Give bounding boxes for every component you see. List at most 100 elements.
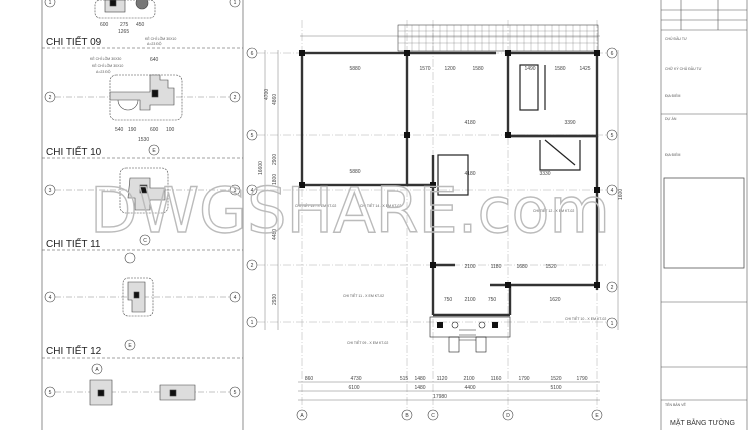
dimension: 1680 xyxy=(516,264,527,270)
dimension: 1600 xyxy=(618,189,624,200)
dimension: 3390 xyxy=(564,120,575,126)
callout: CHI TIẾT 09 - X EM KT-02 xyxy=(347,340,388,345)
title-field-label: ĐỊA ĐIỂM xyxy=(665,93,680,98)
row-bubble-label: 2 xyxy=(49,95,52,101)
row-bubble-label: 1 xyxy=(234,0,237,6)
dimension: 1200 xyxy=(444,66,455,72)
row-bubble-label: 1 xyxy=(49,0,52,6)
dimension: 1180 xyxy=(491,264,502,270)
dimension: 2100 xyxy=(464,264,475,270)
dimension: 750 xyxy=(444,297,453,303)
dimension: 1490 xyxy=(524,66,535,72)
grid-label: D xyxy=(506,413,510,419)
grid-label: 4 xyxy=(611,188,614,194)
dimension: 3330 xyxy=(539,171,550,177)
detail-note: KẺ CHỈ LÕM 30X10 xyxy=(145,36,176,41)
title-field-label: CHỮ KÝ CHỦ ĐẦU TƯ xyxy=(665,66,702,71)
grid-label: 2 xyxy=(251,263,254,269)
dimension: 2100 xyxy=(464,297,475,303)
dimension: 4700 xyxy=(264,89,270,100)
callout: CHI TIẾT 12 - X EM KT-02 xyxy=(533,208,574,213)
grid-label: 5 xyxy=(251,133,254,139)
detail-title: CHI TIẾT 11 xyxy=(46,237,101,250)
dimension: 17980 xyxy=(433,394,447,400)
col-bubble-label: E xyxy=(152,148,156,154)
dimension: 1530 xyxy=(138,137,149,143)
detail-title: CHI TIẾT 09 xyxy=(46,35,102,48)
grid-label: B xyxy=(405,413,409,419)
detail-note: KẺ CHỈ LÕM 30X10 xyxy=(92,63,123,68)
col-bubble-label: E xyxy=(128,343,132,349)
row-bubble-label: 3 xyxy=(49,188,52,194)
dimension: 450 xyxy=(136,22,145,28)
grid-label: 5 xyxy=(611,133,614,139)
grid-label: A xyxy=(300,413,304,419)
dimension: 4180 xyxy=(464,120,475,126)
dimension: 4730 xyxy=(350,376,361,382)
dimension: 1265 xyxy=(118,29,129,35)
row-bubble-label: 5 xyxy=(49,390,52,396)
dimension: 600 xyxy=(150,127,159,133)
dimension: 1790 xyxy=(518,376,529,382)
dimension: 5100 xyxy=(550,385,561,391)
detail-row-bubbles xyxy=(44,0,241,398)
grid-label: 1 xyxy=(611,321,614,327)
grid-label: 6 xyxy=(611,51,614,57)
title-field-label: DỰ ÁN xyxy=(665,117,677,121)
callout: CHI TIẾT 13 - X EM KT-02 xyxy=(295,203,336,208)
dimension: 1120 xyxy=(437,376,448,382)
grid-label: C xyxy=(431,413,435,419)
details-panel xyxy=(41,0,244,430)
dimension: 5880 xyxy=(349,66,360,72)
row-bubble-label: 2 xyxy=(234,95,237,101)
dimension: 1480 xyxy=(414,376,425,382)
dimension: 4480 xyxy=(272,229,278,240)
dimension: 2100 xyxy=(463,376,474,382)
detail-note: A=23 ĐỘ xyxy=(147,41,162,46)
grid-label: 2 xyxy=(611,285,614,291)
row-bubble-label: 4 xyxy=(234,295,237,301)
watermark: DWGSHARE.com xyxy=(90,174,610,247)
dimension: 16600 xyxy=(258,161,264,175)
dimension: 1160 xyxy=(491,376,502,382)
dimension: 100 xyxy=(166,127,175,133)
row-bubble-label: 4 xyxy=(49,295,52,301)
dimension: 1570 xyxy=(419,66,430,72)
dimension: 600 xyxy=(100,22,109,28)
floor-plan xyxy=(257,20,619,408)
dimension: 1480 xyxy=(414,385,425,391)
callout: CHI TIẾT 11 - X EM KT-02 xyxy=(343,293,384,298)
dimension: 4400 xyxy=(464,385,475,391)
dimension: 1425 xyxy=(579,66,590,72)
grid-label: 1 xyxy=(251,320,254,326)
dimension: 2900 xyxy=(272,154,278,165)
dimension: 515 xyxy=(400,376,409,382)
dimension: 1520 xyxy=(550,376,561,382)
dimension: 4860 xyxy=(272,94,278,105)
dimension: 1790 xyxy=(576,376,587,382)
title-field-label: CHỦ ĐẦU TƯ xyxy=(665,36,687,41)
grid-label: E xyxy=(595,413,599,419)
dimension: 1580 xyxy=(554,66,565,72)
dimension: 640 xyxy=(150,57,159,63)
row-bubble-label: 3 xyxy=(234,188,237,194)
dimension: 1800 xyxy=(272,174,278,185)
dimension: 1520 xyxy=(545,264,556,270)
dimension: 1620 xyxy=(549,297,560,303)
detail-note: A=23 ĐỘ xyxy=(96,69,111,74)
dimension: 860 xyxy=(305,376,314,382)
dimension: 190 xyxy=(128,127,137,133)
drawing-name: MẶT BẰNG TƯỜNG xyxy=(670,418,735,427)
dimension: 1580 xyxy=(472,66,483,72)
callout: CHI TIẾT 10 - X EM KT-02 xyxy=(565,316,606,321)
dimension: 5880 xyxy=(349,169,360,175)
detail-note: KẺ CHỈ LÕM 30X30 xyxy=(90,56,121,61)
drawing-name-label: TÊN BẢN VẼ xyxy=(665,402,686,407)
detail-title: CHI TIẾT 10 xyxy=(46,145,102,158)
dimension: 275 xyxy=(120,22,129,28)
grid-label: 6 xyxy=(251,51,254,57)
callout: CHI TIẾT 14 - X EM KT-02 xyxy=(360,203,401,208)
grid-bubbles xyxy=(246,47,618,421)
title-field-label: ĐỊA ĐIỂM xyxy=(665,152,680,157)
